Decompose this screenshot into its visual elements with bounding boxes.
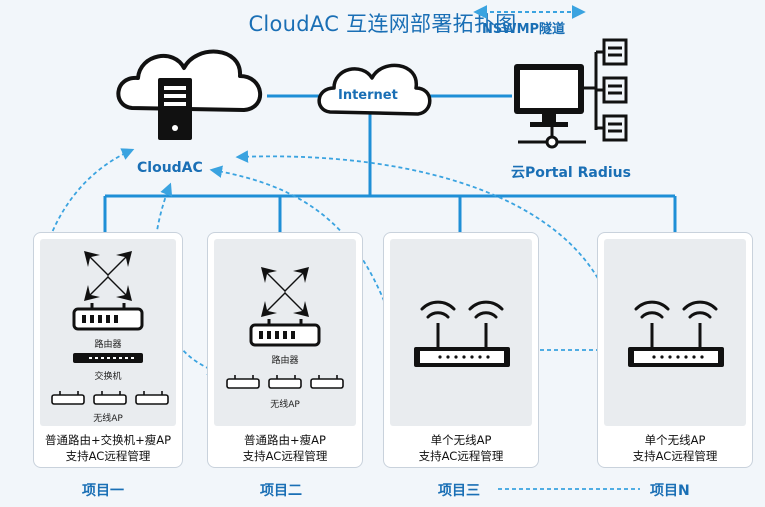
diagram-title: CloudAC 互连网部署拓扑图 — [248, 12, 517, 36]
router-label: 路由器 — [271, 356, 299, 366]
router-label: 路由器 — [94, 340, 122, 350]
internet-label: Internet — [338, 88, 398, 103]
portal-radius-icon — [514, 38, 628, 149]
ap-group-icon — [226, 375, 344, 389]
internet-cloud-icon — [317, 63, 432, 116]
cloud-server-icon — [116, 49, 263, 140]
project-card-1: 路由器 交换机 无线AP 普通路由+交换机+瘦AP 支持AC远程管理 — [33, 232, 183, 468]
project-1-desc-line1: 普通路由+交换机+瘦AP — [44, 433, 172, 447]
cloudac-label: CloudAC — [137, 160, 203, 176]
project-card-2: 路由器 无线AP 普通路由+瘦AP 支持AC远程管理 — [207, 232, 363, 468]
project-2-desc-line2: 支持AC远程管理 — [242, 449, 328, 463]
router-arrows-icon — [261, 267, 309, 317]
portal-radius-label: 云Portal Radius — [511, 165, 631, 181]
project-card-n: 单个无线AP 支持AC远程管理 — [597, 232, 753, 468]
wireless-ap-icon — [414, 300, 510, 367]
ap-label: 无线AP — [270, 400, 300, 410]
ap-group-icon — [51, 391, 169, 405]
project-1-desc-line2: 支持AC远程管理 — [65, 449, 151, 463]
project-3-desc-line2: 支持AC远程管理 — [418, 449, 504, 463]
router-arrows-icon — [84, 251, 132, 301]
project-card-3: 单个无线AP 支持AC远程管理 — [383, 232, 539, 468]
project-n-desc-line1: 单个无线AP — [644, 433, 706, 447]
router-icon — [72, 303, 144, 331]
project-n-name: 项目N — [650, 483, 690, 499]
project-3-desc-line1: 单个无线AP — [430, 433, 492, 447]
project-3-name: 项目三 — [438, 483, 480, 499]
project-card-3-inner — [390, 239, 532, 426]
switch-icon — [73, 353, 143, 363]
wireless-ap-icon — [628, 300, 724, 367]
project-card-n-inner — [604, 239, 746, 426]
project-card-1-inner: 路由器 交换机 无线AP — [40, 239, 176, 426]
ap-label: 无线AP — [93, 414, 123, 424]
router-icon — [249, 319, 321, 347]
project-n-desc-line2: 支持AC远程管理 — [632, 449, 718, 463]
switch-label: 交换机 — [94, 372, 122, 382]
project-2-name: 项目二 — [260, 483, 302, 499]
legend-label: NSWMP隧道 — [482, 22, 566, 37]
project-1-name: 项目一 — [82, 483, 124, 499]
project-2-desc-line1: 普通路由+瘦AP — [244, 433, 326, 447]
project-card-2-inner: 路由器 无线AP — [214, 239, 356, 426]
